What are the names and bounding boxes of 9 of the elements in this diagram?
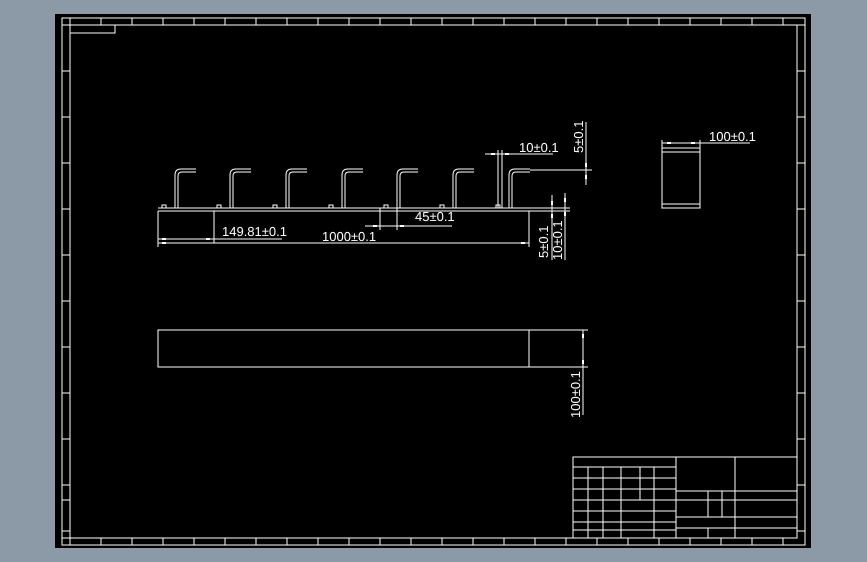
dimension-text: 10±0.1 — [551, 220, 564, 260]
dimension-text: 149.81±0.1 — [222, 225, 287, 238]
dimension-text: 100±0.1 — [569, 371, 582, 418]
dimension-text: 10±0.1 — [519, 141, 559, 154]
dimension-text: 45±0.1 — [415, 210, 455, 223]
dimension-text: 1000±0.1 — [322, 230, 376, 243]
dimension-text: 100±0.1 — [709, 130, 756, 143]
dimension-text: 5±0.1 — [572, 120, 585, 153]
dimension-text: 5±0.1 — [537, 226, 550, 258]
